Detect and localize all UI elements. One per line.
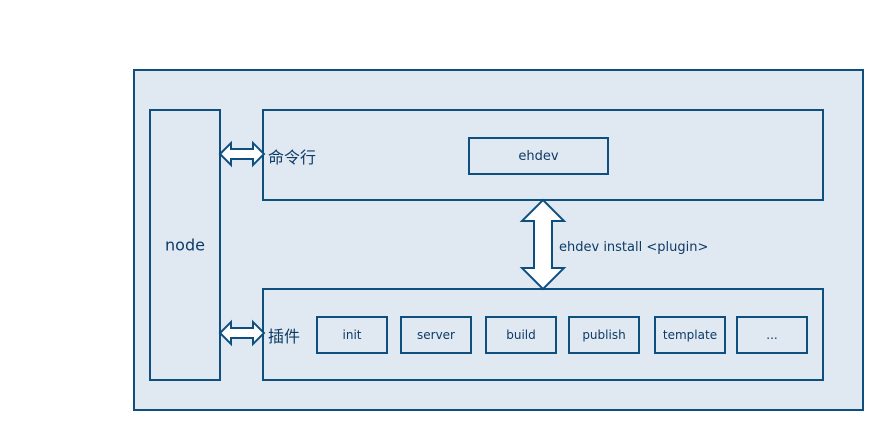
node-plugin-double-arrow	[218, 319, 266, 347]
plugin-item-server: server	[400, 316, 472, 354]
install-command-label: ehdev install <plugin>	[559, 240, 709, 255]
plugin-item-build: build	[485, 316, 557, 354]
plugin-item-more: ...	[736, 316, 808, 354]
node-runtime-box: node	[149, 109, 221, 381]
ehdev-box: ehdev	[468, 137, 609, 175]
plugin-item-template: template	[654, 316, 726, 354]
command-plugin-double-arrow	[519, 198, 567, 291]
node-label: node	[165, 235, 205, 255]
plugin-label: 插件	[268, 327, 301, 346]
plugin-item-init: init	[316, 316, 388, 354]
plugin-item-publish: publish	[568, 316, 640, 354]
command-line-label: 命令行	[268, 148, 317, 167]
node-command-double-arrow	[218, 140, 266, 168]
